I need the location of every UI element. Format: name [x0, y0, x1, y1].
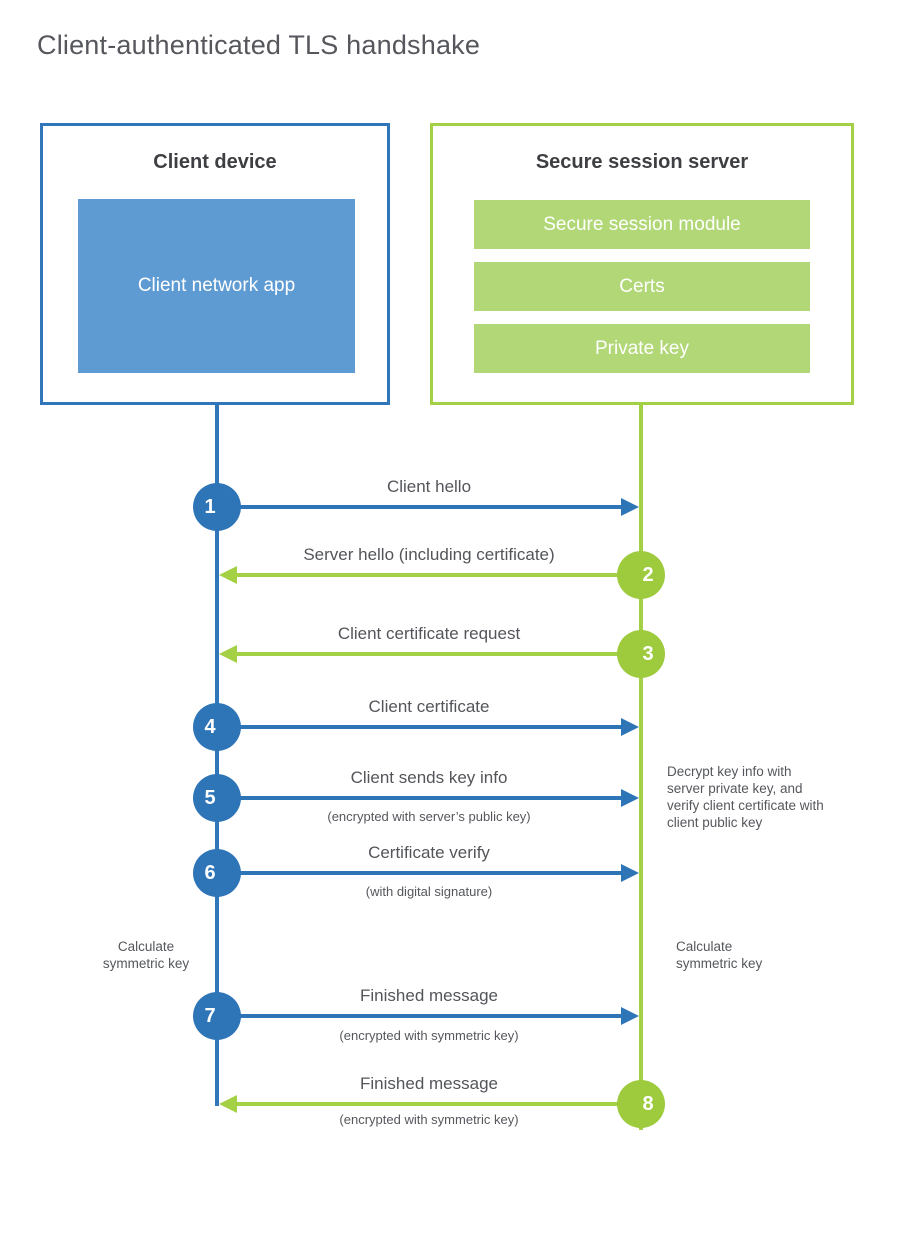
- server-module-private-key: Private key: [474, 324, 810, 373]
- step-2-number: 2: [642, 563, 654, 586]
- step-3-number: 3: [642, 642, 654, 665]
- step-7-sublabel: (encrypted with symmetric key): [339, 1028, 519, 1043]
- secure-session-server-title: Secure session server: [535, 151, 749, 173]
- step-3-arrow: [237, 652, 641, 656]
- step-7-label: Finished message: [360, 986, 498, 1005]
- step-8-sublabel: (encrypted with symmetric key): [339, 1112, 519, 1127]
- step-7-badge: 7: [193, 992, 241, 1040]
- step-6-badge: 6: [193, 849, 241, 897]
- step-5-badge: 5: [193, 774, 241, 822]
- client-lifeline: [215, 404, 219, 1106]
- step-8-arrowhead-icon: [219, 1095, 237, 1113]
- step-6-arrow: [219, 871, 621, 875]
- step-4-label: Client certificate: [368, 697, 490, 716]
- step-5-arrow: [219, 796, 621, 800]
- page-title: Client-authenticated TLS handshake: [37, 30, 481, 60]
- step-6-sublabel: (with digital signature): [365, 884, 493, 899]
- step-6-arrowhead-icon: [621, 864, 639, 882]
- step-2-arrowhead-icon: [219, 566, 237, 584]
- step-1-number: 1: [204, 495, 216, 518]
- step-5-arrowhead-icon: [621, 789, 639, 807]
- step-5-label: Client sends key info: [350, 768, 508, 787]
- client-device-title: Client device: [153, 151, 277, 173]
- calculate-symmetric-key-client-note: Calculate symmetric key: [102, 939, 190, 971]
- step-1-arrowhead-icon: [621, 498, 639, 516]
- client-network-app-label: Client network app: [137, 275, 296, 297]
- step-8-arrow: [237, 1102, 641, 1106]
- step-6-label: Certificate verify: [368, 843, 490, 862]
- step-6-number: 6: [204, 861, 216, 884]
- step-1-label: Client hello: [386, 477, 472, 496]
- step-5-sublabel: (encrypted with server’s public key): [327, 809, 531, 824]
- step-3-label: Client certificate request: [337, 624, 521, 643]
- server-module-certs: Certs: [474, 262, 810, 311]
- step-4-badge: 4: [193, 703, 241, 751]
- step-1-arrow: [219, 505, 621, 509]
- client-network-app-box: Client network app: [78, 199, 355, 373]
- step-4-arrowhead-icon: [621, 718, 639, 736]
- step-7-arrowhead-icon: [621, 1007, 639, 1025]
- step-2-badge: 2: [617, 551, 665, 599]
- step-8-badge: 8: [617, 1080, 665, 1128]
- step-5-number: 5: [204, 786, 216, 809]
- step-3-arrowhead-icon: [219, 645, 237, 663]
- step-3-badge: 3: [617, 630, 665, 678]
- step-2-label: Server hello (including certificate): [303, 545, 555, 564]
- step-1-badge: 1: [193, 483, 241, 531]
- calculate-symmetric-key-server-note: Calculate symmetric key: [676, 939, 763, 971]
- step-4-arrow: [219, 725, 621, 729]
- server-lifeline: [639, 404, 643, 1130]
- step-4-number: 4: [204, 715, 216, 738]
- step-2-arrow: [237, 573, 641, 577]
- step-8-number: 8: [642, 1092, 654, 1115]
- decrypt-note: Decrypt key info with server private key…: [667, 764, 824, 830]
- step-8-label: Finished message: [360, 1074, 498, 1093]
- step-7-number: 7: [204, 1004, 216, 1027]
- step-7-arrow: [219, 1014, 621, 1018]
- server-module-secure-session: Secure session module: [474, 200, 810, 249]
